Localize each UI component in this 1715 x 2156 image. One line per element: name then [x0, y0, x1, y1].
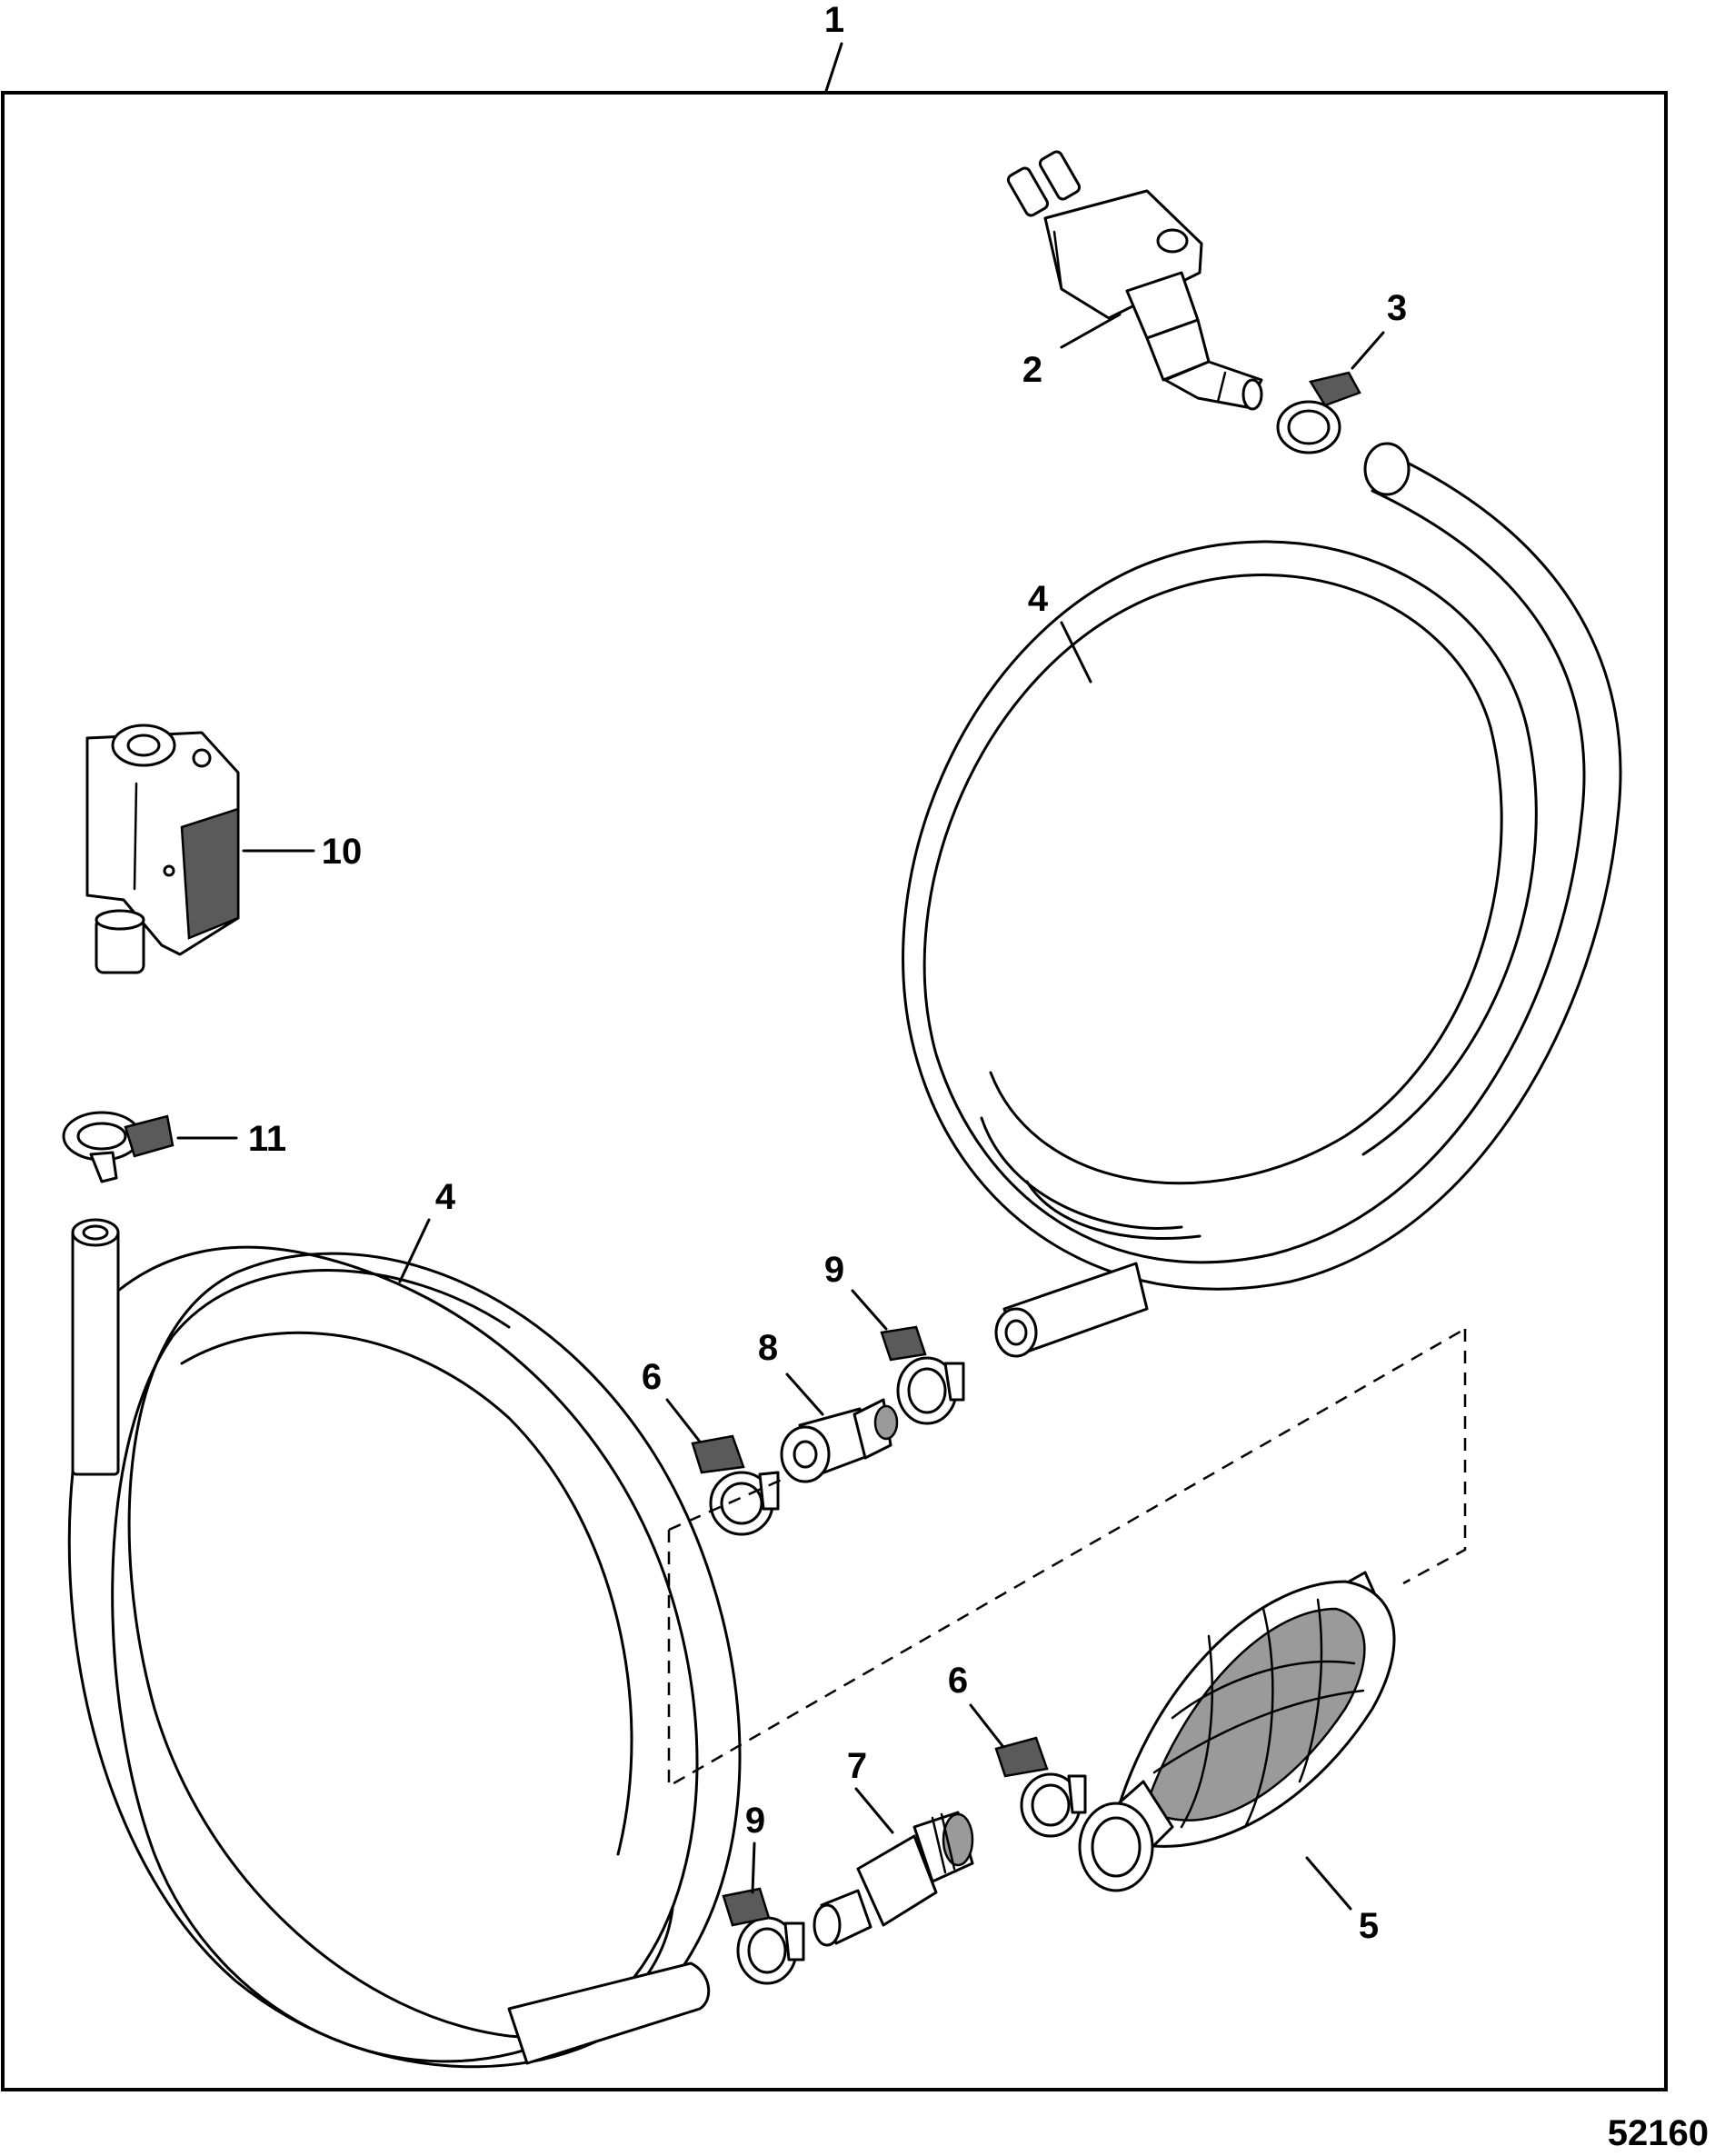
leader-7 — [854, 1787, 894, 1834]
leader-9-lower — [751, 1842, 756, 1894]
fuel-tank-connector — [85, 724, 240, 974]
callout-4-right: 4 — [1028, 579, 1049, 619]
callout-2: 2 — [1022, 350, 1042, 390]
callout-6-lower: 6 — [948, 1661, 968, 1701]
leader-1 — [824, 42, 843, 93]
hose-clamp-11 — [62, 1111, 174, 1183]
leader-6-upper — [665, 1398, 702, 1443]
callout-9-lower: 9 — [745, 1801, 765, 1841]
callout-3: 3 — [1387, 288, 1407, 328]
hose-clamp-6-lower — [994, 1736, 1087, 1838]
callout-7: 7 — [847, 1746, 867, 1786]
leader-5 — [1305, 1856, 1352, 1911]
leader-6-lower — [969, 1703, 1005, 1749]
fuel-hose-coil-left — [67, 1218, 742, 2069]
callout-11: 11 — [248, 1119, 286, 1159]
callout-6-upper: 6 — [642, 1357, 662, 1397]
fuel-fitting-7 — [813, 1811, 974, 1947]
callout-8: 8 — [758, 1328, 778, 1368]
kit-frame — [1, 91, 1668, 2091]
hose-clamp-3 — [1276, 371, 1361, 454]
leader-4-right — [1060, 621, 1092, 684]
callout-10: 10 — [322, 832, 363, 872]
callout-4-left: 4 — [435, 1177, 456, 1217]
hose-clamp-6-upper — [691, 1434, 780, 1536]
callout-5: 5 — [1359, 1906, 1379, 1946]
leader-8 — [785, 1372, 824, 1416]
figure-number: 52160 — [1608, 2113, 1709, 2153]
leader-2 — [1060, 313, 1122, 349]
leader-3 — [1351, 331, 1385, 370]
hose-clamp-9-upper — [880, 1325, 965, 1425]
callout-9-upper: 9 — [824, 1250, 844, 1290]
leader-4-left — [398, 1218, 431, 1283]
primer-bulb — [1078, 1571, 1396, 1892]
hose-clamp-9-lower — [722, 1887, 805, 1985]
leader-9-upper — [851, 1289, 888, 1331]
assembly-dashed-lines-2 — [668, 1329, 1467, 1585]
fuel-fitting-8 — [780, 1398, 899, 1483]
callout-1: 1 — [824, 0, 844, 40]
fuel-connector-engine — [1006, 150, 1263, 411]
fuel-hose-coil-right — [902, 442, 1622, 1358]
